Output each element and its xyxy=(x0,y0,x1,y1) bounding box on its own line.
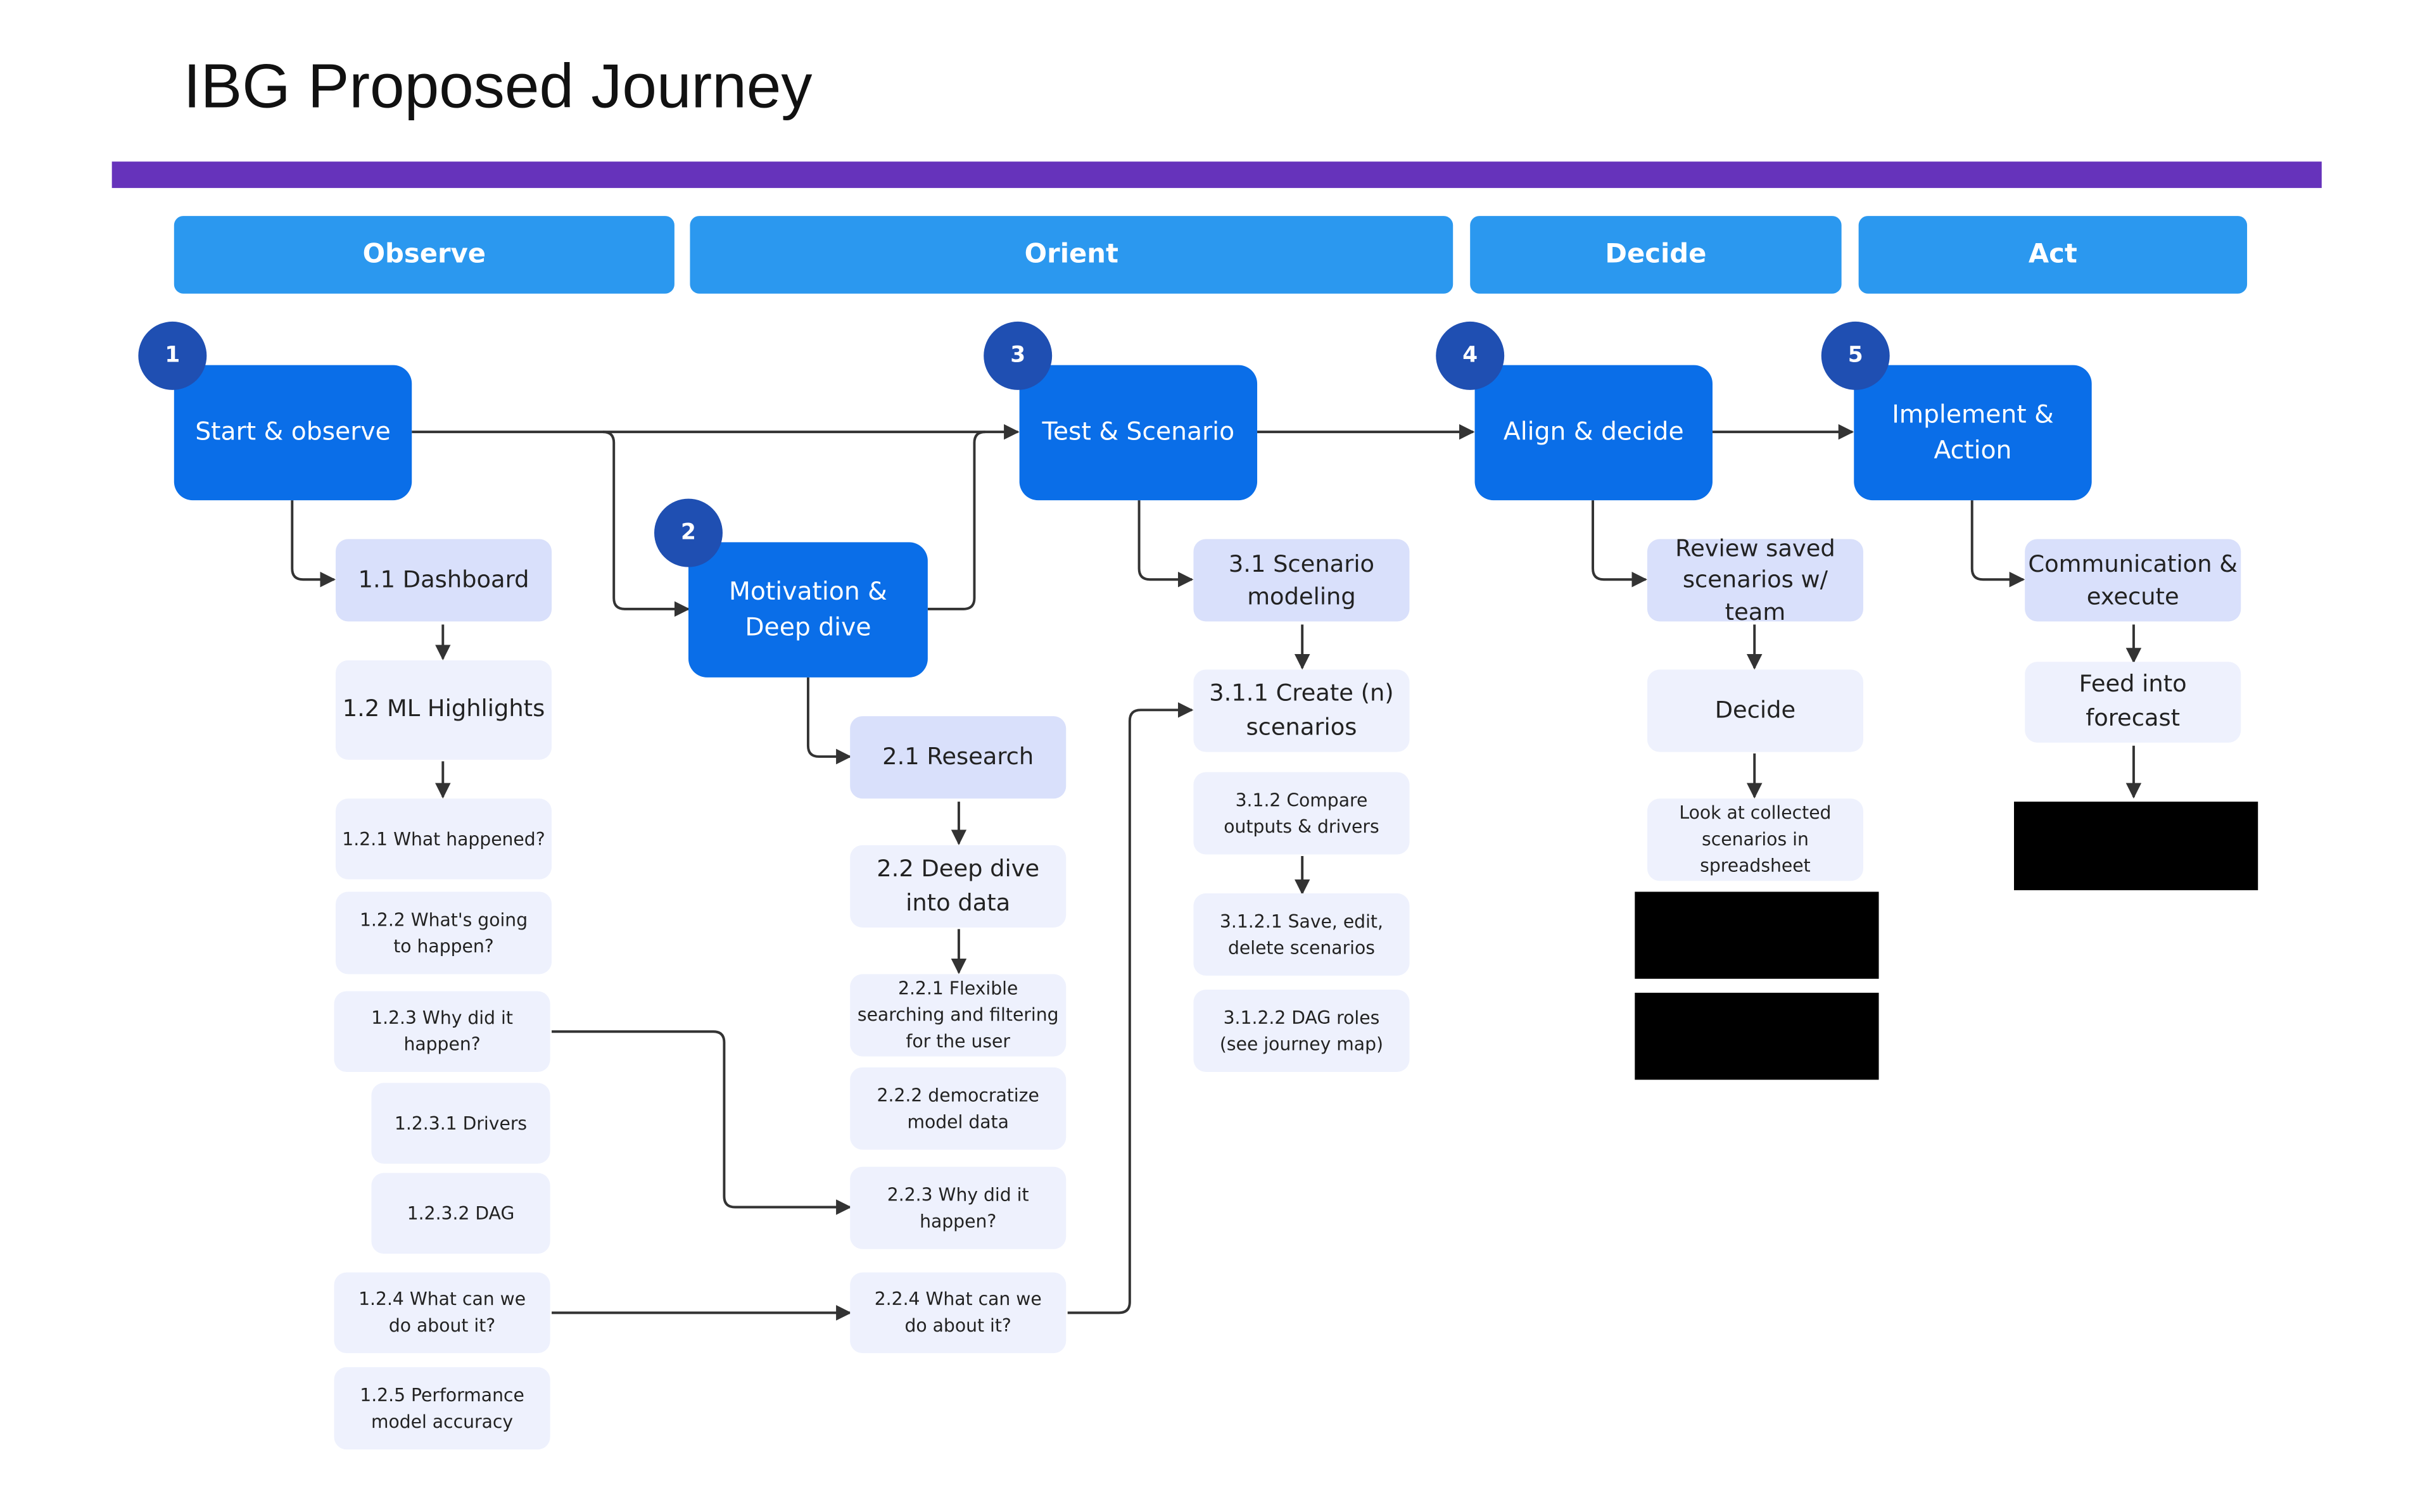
node-what-happened[interactable]: 1.2.1 What happened? xyxy=(335,798,552,879)
step-test-scenario[interactable]: Test & Scenario xyxy=(1019,365,1258,501)
step-number-badge: 4 xyxy=(1436,321,1505,390)
step-number-badge: 3 xyxy=(984,321,1053,390)
step-start-observe[interactable]: Start & observe xyxy=(174,365,412,501)
step-number-badge: 1 xyxy=(138,321,207,390)
step-number-badge: 2 xyxy=(654,498,723,567)
phase-observe[interactable]: Observe xyxy=(174,216,674,294)
redacted-block xyxy=(1635,992,1879,1080)
node-look-at-spreadsheet[interactable]: Look at collected scenarios in spreadshe… xyxy=(1647,798,1863,881)
node-save-edit-delete[interactable]: 3.1.2.1 Save, edit, delete scenarios xyxy=(1193,893,1410,976)
node-ml-highlights[interactable]: 1.2 ML Highlights xyxy=(335,660,552,760)
phase-orient[interactable]: Orient xyxy=(690,216,1454,294)
phase-decide[interactable]: Decide xyxy=(1470,216,1842,294)
node-why-did-it-happen-2[interactable]: 2.2.3 Why did it happen? xyxy=(850,1166,1067,1249)
step-number-badge: 5 xyxy=(1821,321,1890,390)
node-whats-going-to-happen[interactable]: 1.2.2 What's going to happen? xyxy=(335,891,552,974)
redacted-block xyxy=(1635,891,1879,979)
node-why-did-it-happen[interactable]: 1.2.3 Why did it happen? xyxy=(334,991,550,1073)
node-flexible-searching[interactable]: 2.2.1 Flexible searching and filtering f… xyxy=(850,974,1067,1057)
node-create-scenarios[interactable]: 3.1.1 Create (n) scenarios xyxy=(1193,669,1410,752)
node-dag-roles[interactable]: 3.1.2.2 DAG roles (see journey map) xyxy=(1193,990,1410,1073)
step-motivation-deep-dive[interactable]: Motivation & Deep dive xyxy=(688,542,928,677)
node-feed-into-forecast[interactable]: Feed into forecast xyxy=(2025,662,2241,743)
node-scenario-modeling[interactable]: 3.1 Scenario modeling xyxy=(1193,539,1410,622)
node-communication-execute[interactable]: Communication & execute xyxy=(2025,539,2241,622)
node-decide[interactable]: Decide xyxy=(1647,669,1863,752)
step-align-decide[interactable]: Align & decide xyxy=(1474,365,1713,501)
node-what-can-we-do[interactable]: 1.2.4 What can we do about it? xyxy=(334,1272,550,1354)
node-dag[interactable]: 1.2.3.2 DAG xyxy=(371,1173,550,1254)
redacted-block xyxy=(2013,802,2258,890)
node-research[interactable]: 2.1 Research xyxy=(850,716,1067,799)
node-dashboard[interactable]: 1.1 Dashboard xyxy=(335,539,552,622)
node-performance-accuracy[interactable]: 1.2.5 Performance model accuracy xyxy=(334,1367,550,1450)
accent-bar xyxy=(111,161,2322,188)
node-drivers[interactable]: 1.2.3.1 Drivers xyxy=(371,1083,550,1164)
step-implement-action[interactable]: Implement & Action xyxy=(1854,365,2092,501)
node-what-can-we-do-2[interactable]: 2.2.4 What can we do about it? xyxy=(850,1272,1067,1354)
node-deep-dive-data[interactable]: 2.2 Deep dive into data xyxy=(850,845,1067,928)
node-review-scenarios[interactable]: Review saved scenarios w/ team xyxy=(1647,534,1863,626)
node-democratize-data[interactable]: 2.2.2 democratize model data xyxy=(850,1067,1067,1150)
page-title: IBG Proposed Journey xyxy=(183,53,813,122)
phase-act[interactable]: Act xyxy=(1858,216,2248,294)
node-compare-outputs[interactable]: 3.1.2 Compare outputs & drivers xyxy=(1193,772,1410,855)
